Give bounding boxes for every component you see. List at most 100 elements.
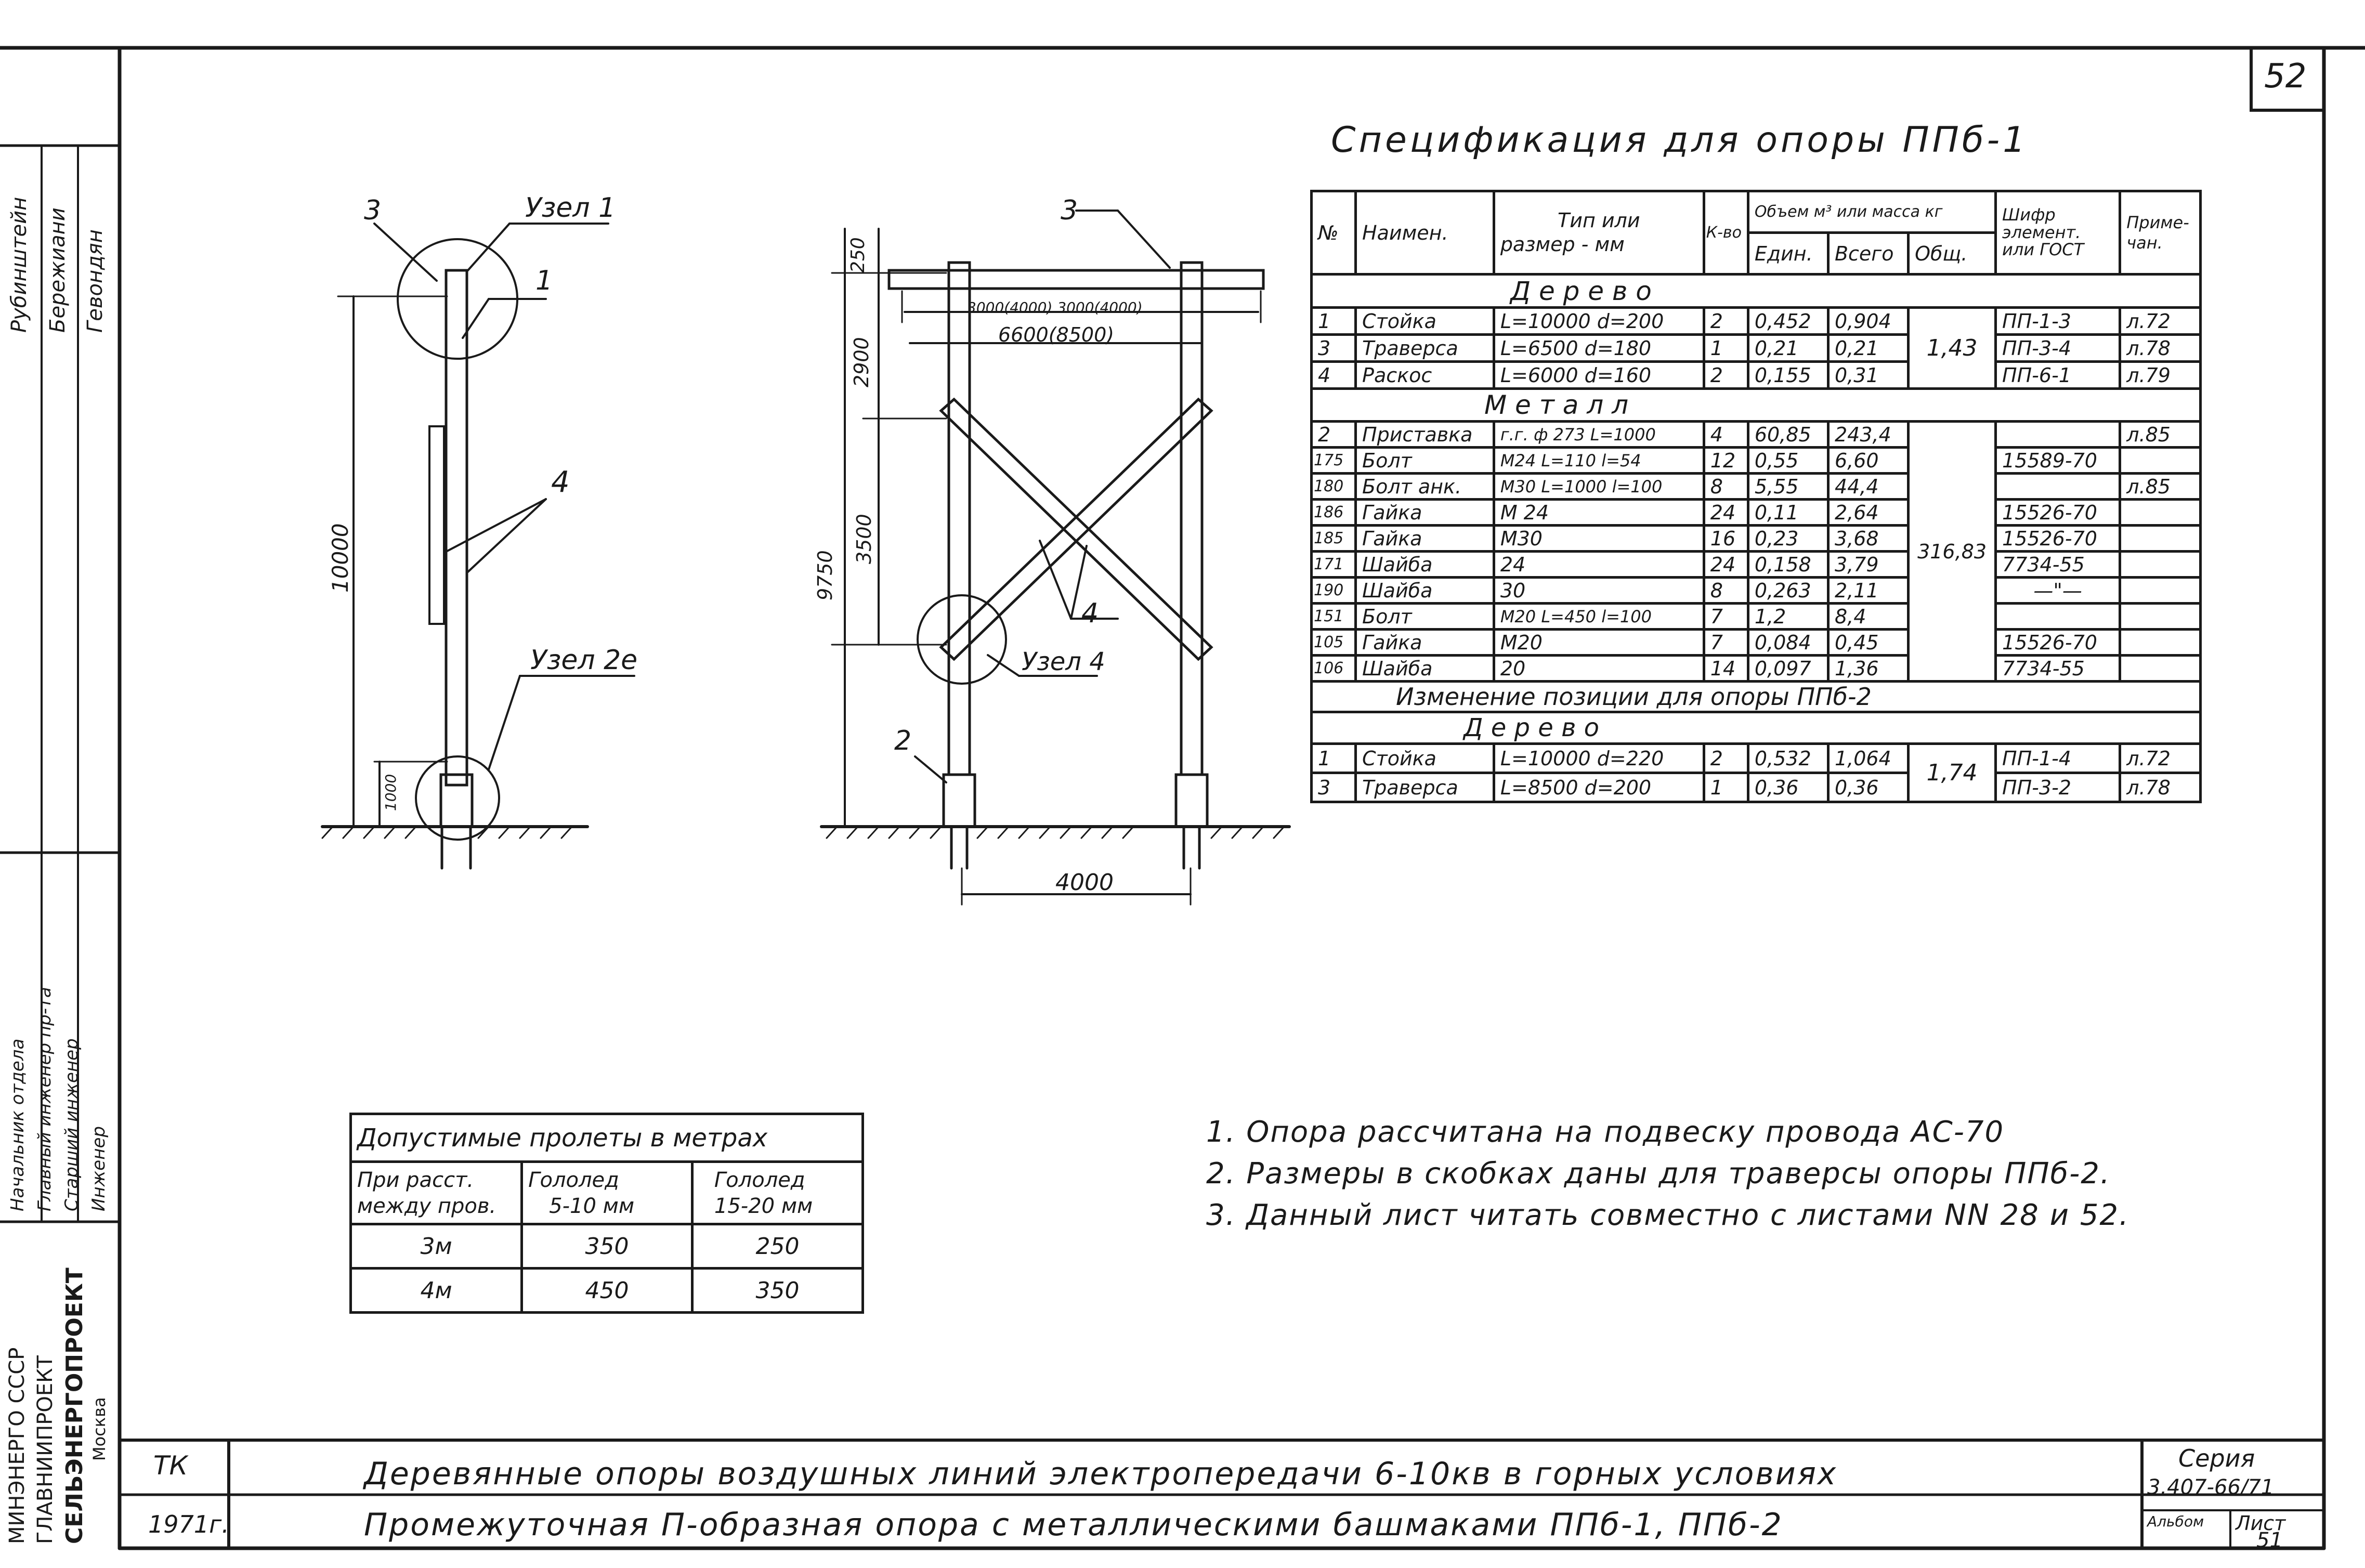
wood-3-note: л.79: [2119, 360, 2202, 390]
stamp-name-2: Бережиани: [46, 207, 70, 333]
metal-4-total: 2,64: [1826, 498, 1910, 527]
front-dim-span-top: 3000(4000) 3000(4000): [967, 299, 1143, 316]
metal-6-code: 7734-55: [1994, 550, 2122, 579]
wood-3-unit: 0,155: [1746, 360, 1830, 390]
metal-4-note: [2119, 498, 2202, 527]
metal-9-unit: 0,084: [1746, 628, 1830, 657]
section-change: Изменение позиции для опоры ППб-2: [1310, 680, 2202, 712]
head-unit: Един.: [1746, 231, 1830, 276]
metal-5-unit: 0,23: [1746, 524, 1830, 553]
ground-hatch-front: [826, 826, 1285, 839]
note-1: 1. Опора рассчитана на подвеску провода …: [1206, 1115, 2005, 1149]
metal-4-n: 186: [1310, 498, 1357, 527]
title-series-label: Серия: [2178, 1444, 2255, 1472]
metal-9-type: М20: [1492, 628, 1705, 657]
metal-sum: 316,83: [1907, 420, 1997, 683]
crossarm: [887, 269, 1265, 290]
spans-head-3a: Гололед: [714, 1168, 805, 1192]
note-2: 2. Размеры в скобках даны для траверсы о…: [1206, 1157, 2111, 1191]
metal-3-type: М30 L=1000 l=100: [1492, 472, 1705, 501]
wood-1-unit: 0,452: [1746, 306, 1830, 336]
change-2-unit: 0,36: [1746, 772, 1830, 803]
metal-10-qty: 14: [1702, 654, 1749, 683]
head-total: Всего: [1826, 231, 1910, 276]
metal-4-qty: 24: [1702, 498, 1749, 527]
metal-7-n: 190: [1310, 576, 1357, 605]
metal-5-total: 3,68: [1826, 524, 1910, 553]
head-code-2: элемент.: [2002, 222, 2081, 242]
change-1-qty: 2: [1702, 742, 1749, 774]
metal-9-qty: 7: [1702, 628, 1749, 657]
head-num: №: [1310, 190, 1357, 276]
metal-3-n: 180: [1310, 472, 1357, 501]
wood-1-qty: 2: [1702, 306, 1749, 336]
stamp-position-3: Старший инженер: [61, 1038, 82, 1211]
wood-2-qty: 1: [1702, 333, 1749, 363]
metal-8-note: [2119, 602, 2202, 631]
metal-10-unit: 0,097: [1746, 654, 1830, 683]
metal-3-name: Болт анк.: [1354, 472, 1495, 501]
metal-3-code: [1994, 472, 2122, 501]
head-note-2: чан.: [2126, 232, 2163, 253]
wood-1-total: 0,904: [1826, 306, 1910, 336]
front-dim-250: 250: [847, 237, 869, 273]
metal-3-note: л.85: [2119, 472, 2202, 501]
head-type: Тип или размер - мм: [1492, 190, 1705, 276]
spans-head-1a: При расст.: [357, 1168, 474, 1192]
spans-head-1: При расст. между пров.: [349, 1160, 524, 1225]
metal-8-total: 8,4: [1826, 602, 1910, 631]
metal-5-note: [2119, 524, 2202, 553]
side-label-node2e: Узел 2е: [530, 645, 638, 676]
front-label-3: 3: [1061, 195, 1078, 226]
metal-8-n: 151: [1310, 602, 1357, 631]
stamp-org-3: СЕЛЬЭНЕРГОПРОЕКТ: [61, 1268, 88, 1544]
stamp-org-2: ГЛАВНИИПРОЕКТ: [33, 1355, 57, 1544]
side-dim-height: 10000: [328, 523, 353, 593]
metal-7-type: 30: [1492, 576, 1705, 605]
head-note-1: Приме-: [2126, 213, 2189, 233]
side-brace: [428, 425, 445, 625]
side-label-3: 3: [364, 195, 382, 226]
spans-r1-c1: 3м: [349, 1223, 524, 1270]
metal-5-qty: 16: [1702, 524, 1749, 553]
metal-9-name: Гайка: [1354, 628, 1495, 657]
wood-1-type: L=10000 d=200: [1492, 306, 1705, 336]
metal-1-type: г.г. ф 273 L=1000: [1492, 420, 1705, 449]
metal-9-n: 105: [1310, 628, 1357, 657]
metal-6-n: 171: [1310, 550, 1357, 579]
metal-4-name: Гайка: [1354, 498, 1495, 527]
ground-hatch-side: [321, 826, 573, 839]
metal-6-type: 24: [1492, 550, 1705, 579]
change-2-total: 0,36: [1826, 772, 1910, 803]
spans-r2-c2: 450: [520, 1267, 694, 1314]
metal-10-name: Шайба: [1354, 654, 1495, 683]
head-sum: Общ.: [1907, 231, 1997, 276]
change-1-code: ПП-1-4: [1994, 742, 2122, 774]
change-1-type: L=10000 d=220: [1492, 742, 1705, 774]
change-sum: 1,74: [1907, 742, 1997, 803]
metal-5-code: 15526-70: [1994, 524, 2122, 553]
metal-9-code: 15526-70: [1994, 628, 2122, 657]
sheet-number-box: [2250, 46, 2325, 112]
wood-3-type: L=6000 d=160: [1492, 360, 1705, 390]
left-pole: [947, 261, 971, 776]
head-code-1: Шифр: [2002, 205, 2056, 225]
metal-3-unit: 5,55: [1746, 472, 1830, 501]
wood-1-n: 1: [1310, 306, 1357, 336]
spec-title: Спецификация для опоры ППб-1: [1331, 120, 2029, 161]
node2e-circle: [415, 755, 500, 841]
left-shoe: [942, 773, 976, 828]
metal-5-name: Гайка: [1354, 524, 1495, 553]
stamp-position-1: Начальник отдела: [7, 1038, 28, 1211]
front-dim-span-mid: 6600(8500): [998, 323, 1115, 346]
wood-2-unit: 0,21: [1746, 333, 1830, 363]
metal-10-n: 106: [1310, 654, 1357, 683]
spans-r1-c3: 250: [690, 1223, 865, 1270]
change-2-qty: 1: [1702, 772, 1749, 803]
note-3: 3. Данный лист читать совместно с листам…: [1206, 1198, 2129, 1232]
title-line-1: Деревянные опоры воздушных линий электро…: [364, 1456, 1838, 1492]
wood-2-type: L=6500 d=180: [1492, 333, 1705, 363]
metal-5-n: 185: [1310, 524, 1357, 553]
metal-6-unit: 0,158: [1746, 550, 1830, 579]
wood-3-name: Раскос: [1354, 360, 1495, 390]
